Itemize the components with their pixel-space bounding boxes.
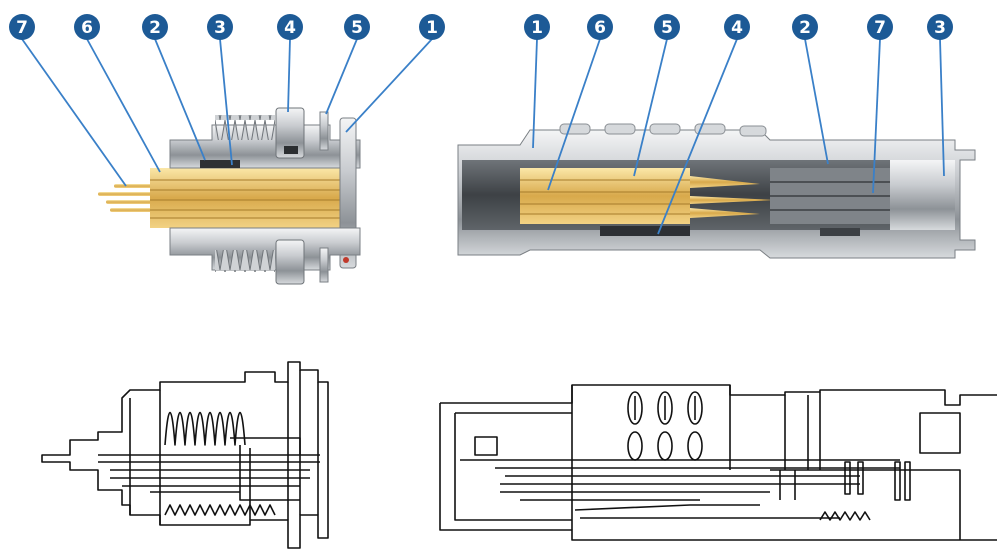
receptacle-callout-circle-5 (344, 14, 370, 40)
plug-callout-circle-7 (867, 14, 893, 40)
plug-callout-leader-2 (804, 38, 829, 165)
plug-callout-badge-4: 4 (724, 14, 750, 40)
callout-badges: 7 6 2 3 4 5 1 1 6 5 4 2 7 3 (9, 14, 953, 40)
callout-leaders (21, 38, 945, 235)
receptacle-callout-number-5: 5 (351, 18, 363, 38)
plug-callout-badge-6: 6 (587, 14, 613, 40)
receptacle-callout-circle-4 (277, 14, 303, 40)
receptacle-callout-number-4: 4 (284, 18, 296, 38)
plug-callout-leader-4 (657, 38, 738, 235)
plug-insulator (520, 168, 690, 224)
receptacle-nut (275, 107, 305, 159)
plug-line-drawing (439, 384, 997, 541)
receptacle-callout-number-2: 2 (149, 18, 161, 38)
receptacle-render (98, 107, 361, 285)
plug-callout-leader-6 (547, 38, 601, 191)
receptacle-callout-leader-5 (325, 38, 358, 115)
receptacle-callout-circle-3 (207, 14, 233, 40)
plug-callout-badge-3: 3 (927, 14, 953, 40)
plug-callout-circle-6 (587, 14, 613, 40)
plug-callout-leader-7 (872, 38, 881, 194)
plug-callout-leader-5 (633, 38, 668, 177)
receptacle-callout-badge-4: 4 (277, 14, 303, 40)
plug-callout-number-7: 7 (874, 18, 886, 38)
plug-callout-badge-7: 7 (867, 14, 893, 40)
receptacle-callout-badge-5: 5 (344, 14, 370, 40)
plug-callout-badge-2: 2 (792, 14, 818, 40)
plug-callout-badge-1: 1 (524, 14, 550, 40)
receptacle-callout-badge-2: 2 (142, 14, 168, 40)
receptacle-callout-leader-7 (21, 38, 127, 187)
receptacle-callout-circle-1 (419, 14, 445, 40)
plug-callout-number-6: 6 (594, 18, 606, 38)
plug-render (457, 123, 976, 259)
receptacle-callout-leader-4 (287, 38, 291, 113)
receptacle-insulator (150, 168, 350, 228)
plug-callout-number-3: 3 (934, 18, 946, 38)
receptacle-callout-leader-2 (154, 38, 206, 161)
plug-callout-number-4: 4 (731, 18, 743, 38)
receptacle-callout-number-3: 3 (214, 18, 226, 38)
receptacle-callout-leader-1 (345, 38, 433, 133)
plug-callout-circle-3 (927, 14, 953, 40)
plug-callout-badge-5: 5 (654, 14, 680, 40)
receptacle-callout-leader-6 (86, 38, 161, 173)
plug-callout-number-5: 5 (661, 18, 673, 38)
receptacle-line-drawing (41, 361, 329, 549)
plug-callout-circle-1 (524, 14, 550, 40)
plug-callout-number-2: 2 (799, 18, 811, 38)
receptacle-callout-badge-7: 7 (9, 14, 35, 40)
receptacle-callout-number-6: 6 (81, 18, 93, 38)
receptacle-callout-badge-3: 3 (207, 14, 233, 40)
plug-callout-number-1: 1 (531, 18, 543, 38)
plug-callout-leader-3 (939, 38, 945, 177)
receptacle-callout-circle-7 (9, 14, 35, 40)
receptacle-callout-circle-6 (74, 14, 100, 40)
receptacle-callout-badge-6: 6 (74, 14, 100, 40)
receptacle-callout-circle-2 (142, 14, 168, 40)
plug-callout-circle-2 (792, 14, 818, 40)
receptacle-callout-leader-3 (219, 38, 233, 166)
receptacle-callout-number-1: 1 (426, 18, 438, 38)
receptacle-callout-number-7: 7 (16, 18, 28, 38)
receptacle-callout-badge-1: 1 (419, 14, 445, 40)
plug-callout-circle-5 (654, 14, 680, 40)
plug-callout-leader-1 (532, 38, 538, 149)
plug-callout-circle-4 (724, 14, 750, 40)
